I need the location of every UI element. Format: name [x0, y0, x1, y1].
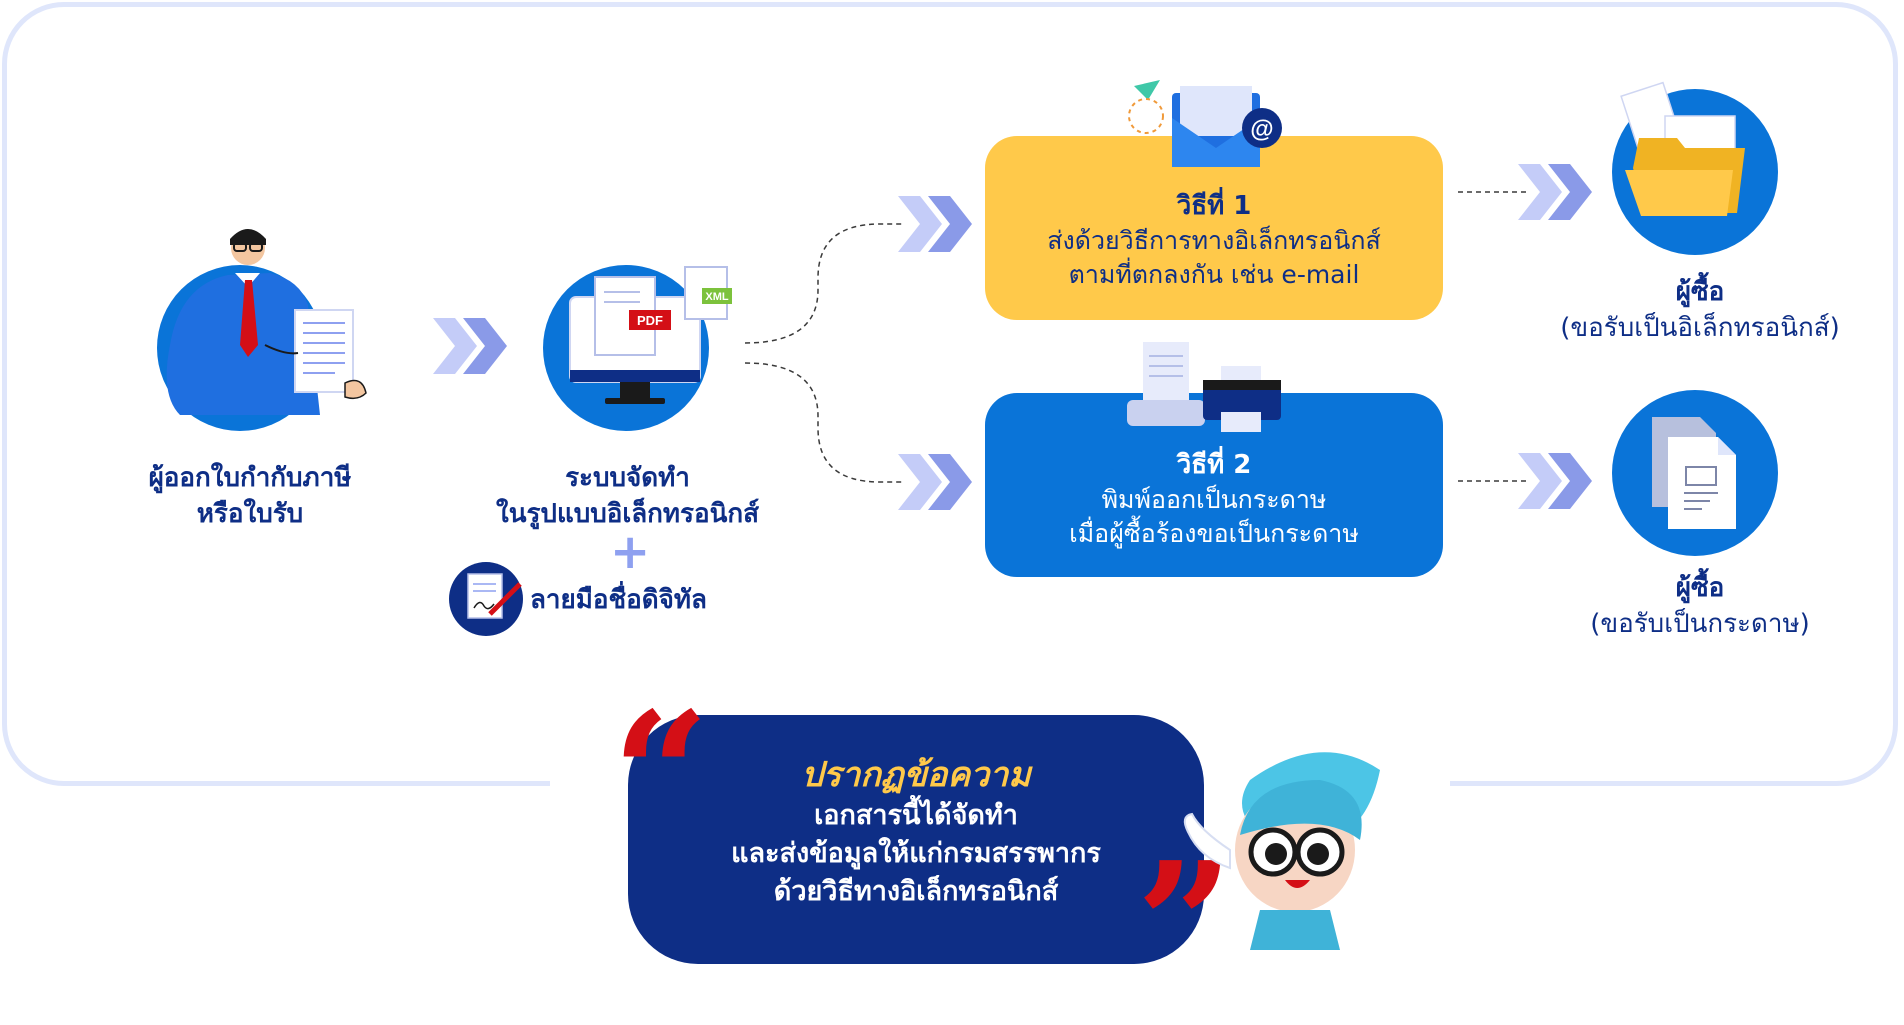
folder-icon: [1620, 81, 1745, 216]
system-label-line1: ระบบจัดทำ: [565, 463, 690, 493]
method2-line1: พิมพ์ออกเป็นกระดาษ: [1101, 485, 1327, 514]
computer-icon: PDF XML: [569, 266, 732, 404]
method2-line2: เมื่อผู้ซื้อร้องขอเป็นกระดาษ: [1069, 519, 1359, 548]
buyer-electronic-line1: ผู้ซื้อ: [1675, 277, 1725, 307]
notice-title: ปรากฏข้อความ: [801, 755, 1031, 795]
method2-box: วิธีที่ 2 พิมพ์ออกเป็นกระดาษ เมื่อผู้ซื้…: [985, 393, 1443, 577]
paper-document-icon: [1652, 417, 1736, 529]
notice-line2: และส่งข้อมูลให้แก่กรมสรรพากร: [731, 838, 1101, 869]
open-quote-mark: “: [612, 675, 710, 875]
signature-label: ลายมือชื่อดิจิทัล: [530, 585, 707, 615]
method1-title: วิธีที่ 1: [1176, 191, 1252, 221]
buyer-paper-line1: ผู้ซื้อ: [1675, 573, 1725, 603]
notice-line1: เอกสารนี้ได้จัดทำ: [814, 800, 1018, 831]
method2-title: วิธีที่ 2: [1176, 450, 1252, 480]
svg-text:@: @: [1250, 116, 1273, 143]
notice-box: ปรากฏข้อความ เอกสารนี้ได้จัดทำ และส่งข้อ…: [628, 715, 1204, 964]
method1-line1: ส่งด้วยวิธีการทางอิเล็กทรอนิกส์: [1047, 226, 1381, 255]
issuer-label-line1: ผู้ออกใบกำกับภาษี: [148, 463, 352, 493]
issuer-label: ผู้ออกใบกำกับภาษี หรือใบรับ: [100, 460, 400, 532]
notice-line3: ด้วยวิธีทางอิเล็กทรอนิกส์: [773, 876, 1059, 907]
buyer-paper-line2: (ขอรับเป็นกระดาษ): [1590, 609, 1810, 639]
method1-line2: ตามที่ตกลงกัน เช่น e-mail: [1068, 260, 1360, 289]
issuer-label-line2: หรือใบรับ: [196, 499, 304, 529]
buyer-electronic-label: ผู้ซื้อ (ขอรับเป็นอิเล็กทรอนิกส์): [1540, 274, 1860, 346]
buyer-electronic-line2: (ขอรับเป็นอิเล็กทรอนิกส์): [1560, 313, 1840, 343]
plus-sign: +: [610, 524, 651, 580]
pdf-tag: PDF: [637, 313, 663, 328]
buyer-paper-label: ผู้ซื้อ (ขอรับเป็นกระดาษ): [1550, 570, 1850, 642]
system-label-line2: ในรูปแบบอิเล็กทรอนิกส์: [496, 499, 759, 529]
printer-icon: [1127, 342, 1281, 432]
xml-tag: XML: [705, 291, 729, 303]
system-label: ระบบจัดทำ ในรูปแบบอิเล็กทรอนิกส์: [460, 460, 795, 532]
email-icon: @: [1128, 80, 1282, 167]
diagram-frame: [2, 2, 1898, 786]
mascot-icon: [1183, 752, 1380, 958]
person-with-document-icon: [166, 229, 367, 415]
digital-signature-icon: [467, 573, 522, 619]
